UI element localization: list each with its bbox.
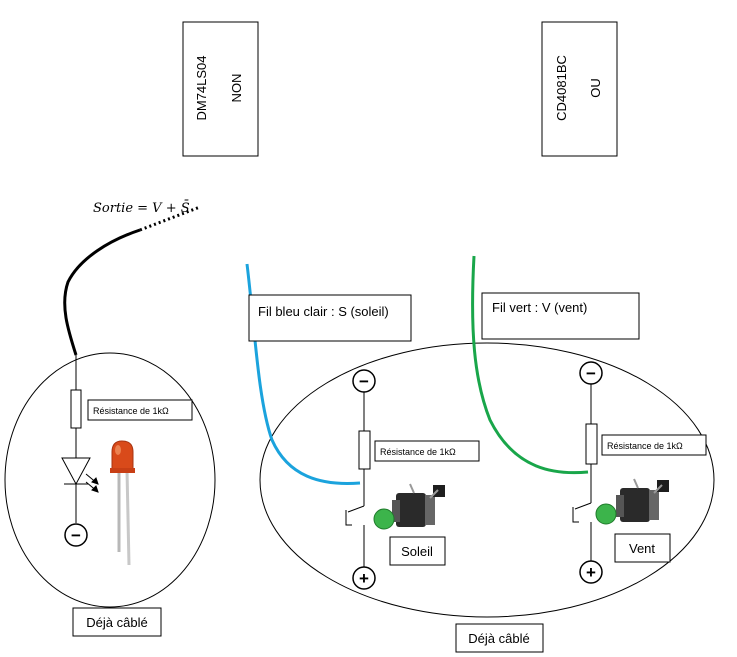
- soleil-branch: − + Résistance de 1kΩ Soleil: [345, 369, 480, 590]
- prewired-label: Déjà câblé: [468, 631, 529, 646]
- prewired-label-box: Déjà câblé: [455, 623, 544, 653]
- green-wire: [471, 255, 589, 475]
- blue-wire-label-box: Fil bleu clair : S (soleil): [248, 294, 412, 342]
- chip-cd4081bc: CD4081BC OU: [541, 21, 618, 157]
- plus-symbol: +: [586, 563, 596, 582]
- resistor-label: Résistance de 1kΩ: [380, 447, 456, 457]
- pushbutton-symbol: [345, 505, 365, 568]
- minus-terminal: −: [579, 361, 603, 385]
- prewired-label: Déjà câblé: [86, 615, 147, 630]
- plus-terminal: +: [352, 566, 376, 590]
- led-circuit-ellipse: [4, 352, 216, 608]
- plus-terminal: +: [579, 560, 603, 584]
- pushbutton-symbol: [572, 502, 592, 562]
- light-emission-arrows: [85, 473, 99, 493]
- chip-function-label: NON: [229, 74, 244, 103]
- green-wire-label-box: Fil vert : V (vent): [481, 292, 640, 340]
- resistor-label-box: Résistance de 1kΩ: [374, 440, 480, 462]
- resistor-symbol: [70, 389, 82, 429]
- vent-label: Vent: [629, 541, 655, 556]
- resistor-label-box: Résistance de 1kΩ: [87, 399, 193, 421]
- led-photo: [110, 440, 135, 566]
- green-wire-label: Fil vert : V (vent): [492, 300, 587, 315]
- pushbutton-photo: [595, 478, 669, 525]
- resistor-label-box: Résistance de 1kΩ: [601, 434, 707, 456]
- chip-part-label: CD4081BC: [554, 55, 569, 121]
- vent-branch: − + Résistance de 1kΩ Vent: [572, 361, 707, 584]
- soleil-label-box: Soleil: [389, 536, 446, 566]
- minus-terminal: −: [64, 523, 88, 547]
- minus-symbol: −: [71, 526, 81, 545]
- resistor-symbol: [585, 423, 598, 465]
- resistor-label: Résistance de 1kΩ: [93, 406, 169, 416]
- output-wire-dotted: [139, 205, 201, 232]
- output-formula: Sortie = V + S̄: [93, 200, 190, 216]
- vent-label-box: Vent: [614, 533, 671, 563]
- buttons-circuit-ellipse: [259, 342, 715, 618]
- soleil-label: Soleil: [401, 544, 433, 559]
- minus-symbol: −: [586, 364, 596, 383]
- blue-wire-label: Fil bleu clair : S (soleil): [258, 304, 389, 319]
- resistor-symbol: [358, 430, 371, 470]
- minus-symbol: −: [359, 372, 369, 391]
- plus-symbol: +: [359, 569, 369, 588]
- resistor-label: Résistance de 1kΩ: [607, 441, 683, 451]
- led-diode-symbol: [61, 457, 91, 486]
- chip-part-label: DM74LS04: [194, 55, 209, 120]
- prewired-label-box: Déjà câblé: [72, 607, 162, 637]
- minus-terminal: −: [352, 369, 376, 393]
- chip-dm74ls04: DM74LS04 NON: [182, 21, 259, 157]
- chip-function-label: OU: [588, 78, 603, 98]
- output-wire: [63, 228, 141, 356]
- pushbutton-photo: [373, 483, 445, 530]
